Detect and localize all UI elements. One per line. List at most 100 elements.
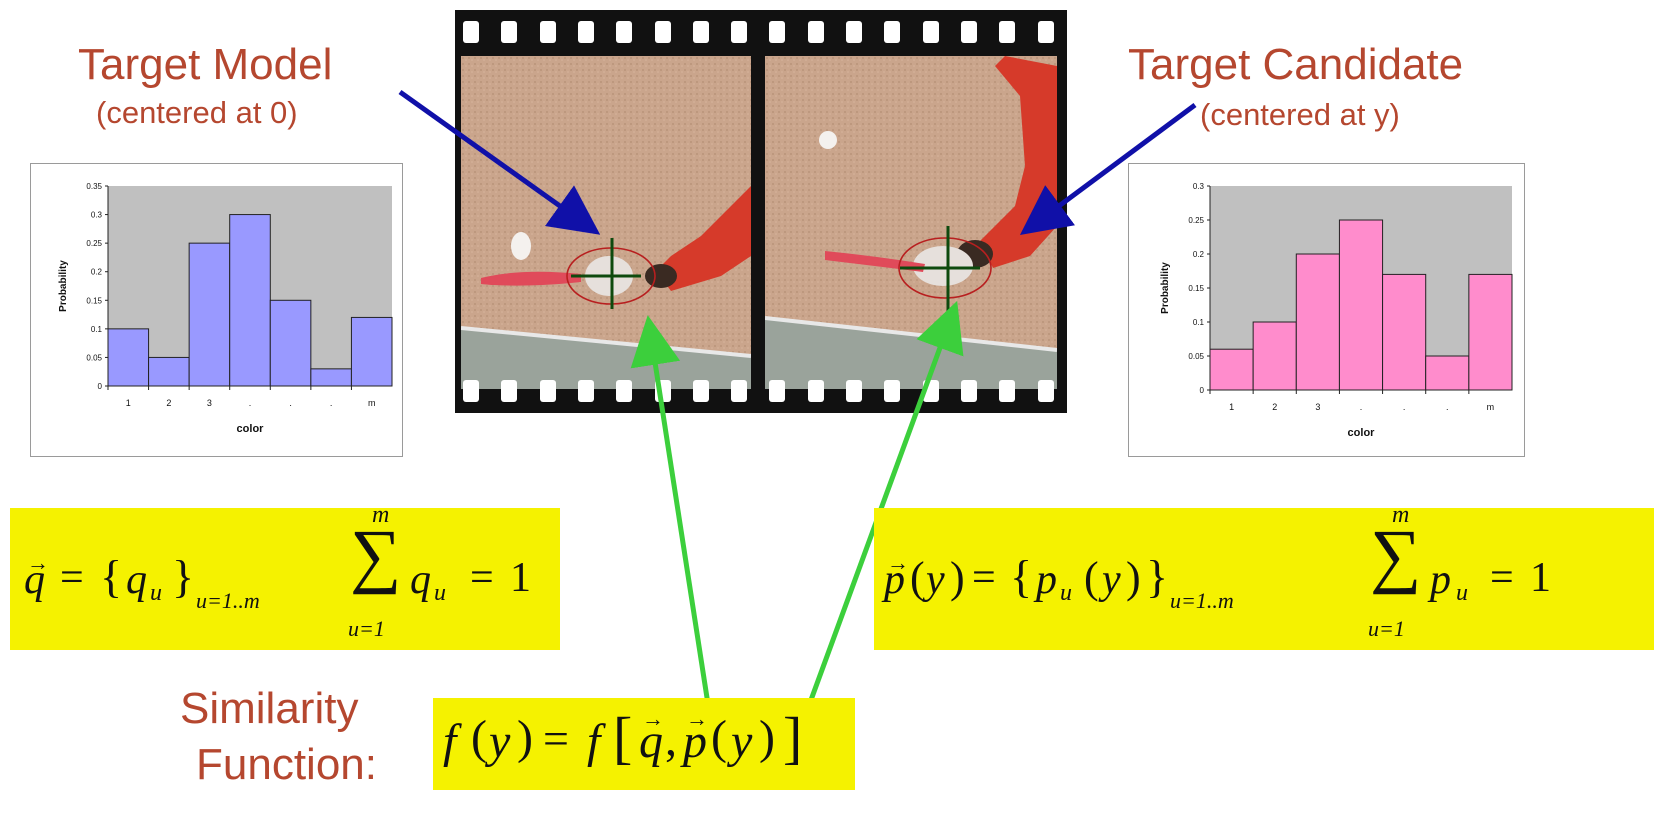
- paren-close-f2: ): [759, 711, 775, 764]
- paren-open-f2: (: [711, 711, 727, 764]
- sum-symbol-p: ∑: [1370, 515, 1422, 595]
- vector-arrow: →: [27, 550, 49, 575]
- sprocket-hole: [539, 21, 556, 43]
- one-p: 1: [1530, 555, 1551, 601]
- histogram-bar: [1338, 219, 1384, 391]
- x-tick-label: m: [368, 398, 376, 408]
- paren-open-2: (: [1084, 553, 1099, 602]
- scene-right: [765, 56, 1057, 389]
- x-tick-label: m: [1487, 402, 1495, 412]
- sprocket-hole: [769, 380, 786, 402]
- q-vector-f: q: [639, 715, 663, 768]
- paren-open-f: (: [471, 711, 487, 764]
- y-tick-label: 0.15: [1188, 284, 1204, 293]
- q-u-sum: q: [410, 557, 431, 603]
- y-f2: y: [731, 715, 753, 768]
- frame-right-image: [765, 56, 1057, 389]
- x-axis-label: color: [1348, 427, 1376, 439]
- sprocket-hole: [463, 21, 479, 43]
- target-candidate-title: Target Candidate: [1128, 40, 1464, 89]
- y-tick-label: 0.3: [1193, 182, 1205, 191]
- y-axis-label: Probability: [58, 260, 69, 312]
- y-tick-label: 0: [98, 382, 103, 391]
- sprocket-hole: [731, 380, 748, 402]
- p-vector-f: p: [683, 715, 707, 768]
- index-range: u=1..m: [196, 588, 260, 613]
- sprocket-hole: [577, 380, 594, 402]
- p-u: p: [1036, 557, 1057, 603]
- q-subscript: u: [150, 580, 162, 606]
- x-tick-label: .: [289, 398, 292, 408]
- sprocket-hole: [769, 21, 786, 43]
- equals-sign: =: [60, 555, 84, 601]
- f-symbol: f: [443, 715, 457, 768]
- target-model-formula: q → = { q u } u=1..m m ∑ u=1 q u = 1: [10, 502, 560, 650]
- sum-lower: u=1: [348, 616, 385, 641]
- sprocket-hole: [463, 380, 479, 402]
- vector-arrow-fp: →: [686, 706, 708, 731]
- x-tick-label: 3: [1315, 402, 1320, 412]
- x-tick-label: 1: [1229, 402, 1234, 412]
- y-arg: y: [926, 557, 945, 603]
- brace-close: }: [172, 551, 195, 602]
- comma: ,: [665, 713, 677, 766]
- target-candidate-formula: p → ( y ) = { p u ( y ) } u=1..m m ∑ u=1…: [874, 502, 1654, 650]
- sprocket-hole: [884, 380, 901, 402]
- sprocket-hole: [884, 21, 901, 43]
- sprocket-hole: [999, 380, 1016, 402]
- x-tick-label: .: [330, 398, 333, 408]
- bracket-open: [: [613, 705, 633, 770]
- y-tick-label: 0.25: [86, 239, 102, 248]
- histogram-bar: [188, 242, 231, 387]
- equals-sign-p: =: [972, 555, 996, 601]
- x-tick-label: 2: [1272, 402, 1277, 412]
- histogram-bar: [350, 316, 393, 387]
- q-sum-subscript: u: [434, 580, 446, 606]
- sprocket-hole: [577, 21, 594, 43]
- sum-upper: m: [372, 502, 390, 528]
- y-tick-label: 0.05: [86, 353, 102, 362]
- vector-arrow-fq: →: [642, 706, 664, 731]
- sprocket-hole: [807, 380, 824, 402]
- blue-arrow-right: [1019, 102, 1197, 235]
- x-tick-label: .: [1403, 402, 1406, 412]
- y-tick-label: 0.3: [91, 211, 103, 220]
- paren-open: (: [910, 553, 925, 602]
- sprocket-hole: [539, 380, 556, 402]
- sprocket-hole: [922, 21, 939, 43]
- histogram-bar: [1468, 273, 1513, 391]
- p-subscript: u: [1060, 580, 1072, 606]
- similarity-formula: f ( y ) = f [ q → , p → ( y ) ]: [433, 698, 855, 790]
- scene-left: [461, 56, 751, 389]
- target-model-title: Target Model: [78, 40, 333, 89]
- p-u-sum: p: [1430, 557, 1451, 603]
- sprocket-hole: [731, 21, 748, 43]
- sprocket-hole: [692, 21, 709, 43]
- equals-sign-f: =: [543, 713, 569, 764]
- sprocket-hole: [960, 380, 977, 402]
- y-tick-label: 0.15: [86, 296, 102, 305]
- sprocket-hole: [1037, 21, 1054, 43]
- brace-open-p: {: [1010, 551, 1033, 602]
- equals-sign-p2: =: [1490, 555, 1514, 601]
- histogram-bar: [1209, 348, 1254, 391]
- q-vector: q: [24, 557, 45, 603]
- target-candidate-subtitle: (centered at y): [1200, 97, 1400, 132]
- film-strip-icon: [455, 10, 1067, 413]
- similarity-label-line1: Similarity: [180, 684, 359, 733]
- sprocket-hole: [616, 380, 633, 402]
- x-tick-label: .: [1446, 402, 1449, 412]
- sprocket-hole: [692, 380, 709, 402]
- target-model-subtitle: (centered at 0): [96, 95, 298, 130]
- green-arrow-left: [630, 315, 715, 731]
- x-axis-label: color: [237, 423, 265, 435]
- paren-close: ): [950, 553, 965, 602]
- p-sum-subscript: u: [1456, 580, 1468, 606]
- sum-symbol: ∑: [350, 515, 402, 595]
- sprocket-hole: [999, 21, 1016, 43]
- equals-sign-2: =: [470, 555, 494, 601]
